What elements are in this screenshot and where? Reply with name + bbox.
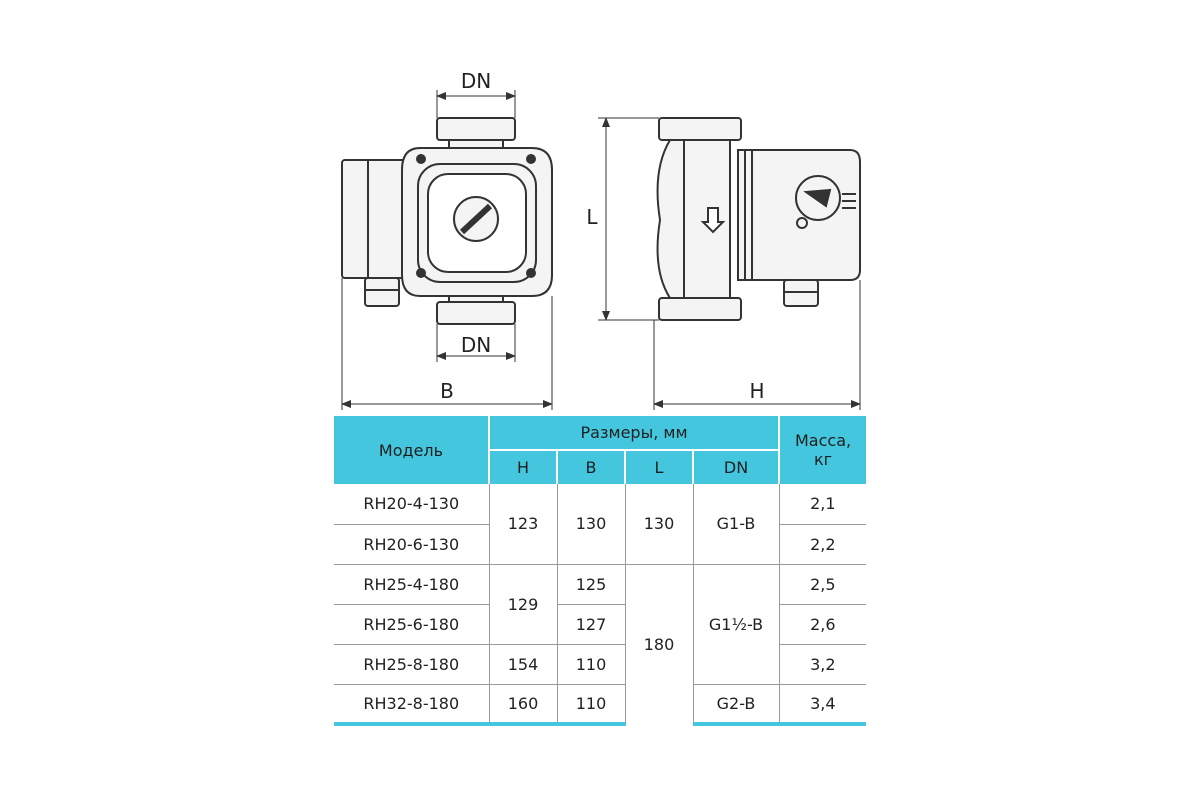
mass-cell: 2,5 <box>779 564 867 605</box>
header-l: L <box>625 449 694 484</box>
model-cell: RH25-4-180 <box>334 564 490 605</box>
b-cell: 125 <box>557 564 626 605</box>
header-dimensions: Размеры, мм <box>489 416 781 450</box>
mass-cell: 3,2 <box>779 644 867 685</box>
h-cell: 123 <box>489 484 558 565</box>
header-b: B <box>557 449 626 484</box>
dimension-labels: DN DN B L H <box>440 69 764 403</box>
b-cell: 110 <box>557 684 626 726</box>
mass-cell: 2,1 <box>779 484 867 525</box>
pump-front-view <box>341 117 553 325</box>
mass-cell: 2,2 <box>779 524 867 565</box>
dn-top-label: DN <box>461 69 491 93</box>
model-cell: RH20-6-130 <box>334 524 490 565</box>
dn-cell: G2-B <box>693 684 780 726</box>
table-row: RH20-6-130 2,2 <box>334 524 867 565</box>
b-label: B <box>440 379 454 403</box>
b-cell: 127 <box>557 604 626 645</box>
header-mass: Масса, кг <box>779 416 867 484</box>
table-row: RH25-4-180 129 125 180 G1½-B 2,5 <box>334 564 867 724</box>
dimension-lines <box>341 90 861 410</box>
pump-drawing: DN DN B L H <box>341 69 861 410</box>
pump-side-view <box>656 117 861 321</box>
table-row: RH25-6-180 127 2,6 <box>334 604 867 645</box>
b-cell: 110 <box>557 644 626 685</box>
dn-cell: G1½-B <box>693 564 780 685</box>
l-label: L <box>586 205 598 229</box>
table-row: RH25-8-180 154 110 3,2 <box>334 644 867 685</box>
dn-bottom-label: DN <box>461 333 491 357</box>
h-cell: 154 <box>489 644 558 685</box>
spec-table: Модель Размеры, мм Масса, кг H B L DN RH… <box>334 416 867 726</box>
mass-cell: 2,6 <box>779 604 867 645</box>
h-label: H <box>749 379 764 403</box>
header-mass-line2: кг <box>814 450 833 469</box>
model-cell: RH25-8-180 <box>334 644 490 685</box>
model-cell: RH20-4-130 <box>334 484 490 525</box>
header-model: Модель <box>334 416 490 484</box>
dn-cell: G1-B <box>693 484 780 565</box>
header-h: H <box>489 449 558 484</box>
h-cell: 160 <box>489 684 558 726</box>
h-cell: 129 <box>489 564 558 645</box>
table-row: RH32-8-180 160 110 G2-B 3,4 <box>334 684 867 726</box>
mass-cell: 3,4 <box>779 684 867 726</box>
b-cell: 130 <box>557 484 626 565</box>
l-cell: 130 <box>625 484 694 565</box>
header-dn: DN <box>693 449 781 484</box>
l-cell: 180 <box>625 564 694 724</box>
table-row: RH20-4-130 123 130 130 G1-B 2,1 <box>334 484 867 565</box>
model-cell: RH32-8-180 <box>334 684 490 726</box>
header-mass-line1: Масса, <box>795 431 852 450</box>
model-cell: RH25-6-180 <box>334 604 490 645</box>
